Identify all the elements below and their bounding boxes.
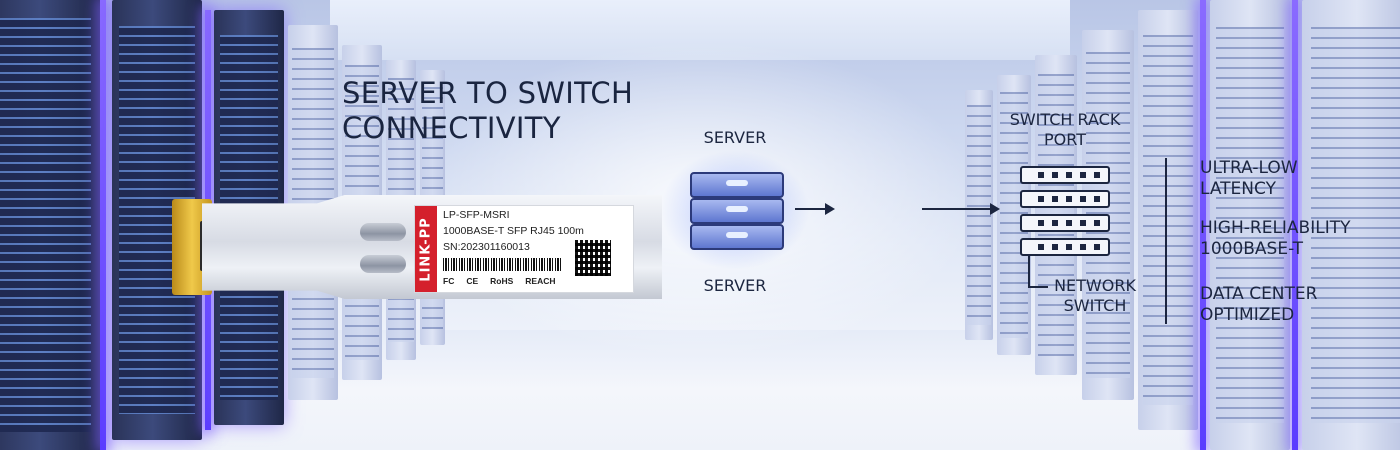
qr-code-icon <box>575 240 611 276</box>
brand-name: LINK-PP <box>418 216 434 282</box>
server-label-bottom: SERVER <box>703 276 767 295</box>
server-label-top: SERVER <box>703 128 767 147</box>
server-rack-right-6 <box>1210 0 1290 450</box>
cert-rohs: RoHS <box>490 276 514 286</box>
switch-rack-port-label: SWITCH RACK PORT <box>1009 110 1121 149</box>
network-switch-icon <box>1020 166 1110 256</box>
certification-marks: FC CE RoHS REACH <box>443 276 568 286</box>
feature-line: DATA CENTER <box>1200 284 1318 304</box>
model-spec: 1000BASE-T SFP RJ45 100m <box>443 225 584 237</box>
cert-reach: REACH <box>525 276 556 286</box>
barcode-icon <box>443 258 563 271</box>
feature-line: 1000BASE-T <box>1200 239 1304 259</box>
page-title: SERVER TO SWITCH CONNECTIVITY <box>342 76 672 146</box>
feature-datacenter: DATA CENTER OPTIMIZED <box>1200 284 1317 326</box>
rack-light-strip <box>100 0 106 450</box>
server-rack-right-7 <box>1302 0 1400 450</box>
server-rack-right-1 <box>965 90 993 340</box>
product-label: LINK-PP LP-SFP-MSRI 1000BASE-T SFP RJ45 … <box>414 205 634 293</box>
network-switch-label: NETWORK SWITCH <box>1054 276 1136 315</box>
arrow-right-icon <box>922 203 1000 215</box>
latch-lower <box>360 255 406 273</box>
feature-line: HIGH-RELIABILITY <box>1200 218 1351 238</box>
server-rack-left-2 <box>112 0 202 440</box>
server-rack-left-1 <box>0 0 100 450</box>
server-stack-icon <box>660 150 810 270</box>
brand-logo: LINK-PP <box>415 206 437 292</box>
title-line-2: CONNECTIVITY <box>342 111 561 145</box>
feature-line: LATENCY <box>1200 179 1276 199</box>
title-line-1: SERVER TO SWITCH <box>342 76 634 110</box>
arrow-right-icon <box>795 203 835 215</box>
rack-light-strip <box>1292 0 1298 450</box>
server-rack-right-5 <box>1138 10 1198 430</box>
sfp-module-product: LINK-PP LP-SFP-MSRI 1000BASE-T SFP RJ45 … <box>172 195 662 299</box>
latch-upper <box>360 223 406 241</box>
switch-connector-line <box>1028 254 1048 288</box>
feature-line: ULTRA-LOW <box>1200 158 1298 178</box>
model-number: LP-SFP-MSRI <box>443 209 510 221</box>
feature-line: OPTIMIZED <box>1200 305 1295 325</box>
feature-reliability: HIGH-RELIABILITY 1000BASE-T <box>1200 218 1351 260</box>
cert-ce: CE <box>466 276 479 286</box>
vertical-divider <box>1165 158 1167 324</box>
serial-number: SN:202301160013 <box>443 241 530 253</box>
rack-light-strip <box>1200 0 1206 450</box>
feature-latency: ULTRA-LOW LATENCY <box>1200 158 1298 200</box>
cert-fc: FC <box>443 276 455 286</box>
